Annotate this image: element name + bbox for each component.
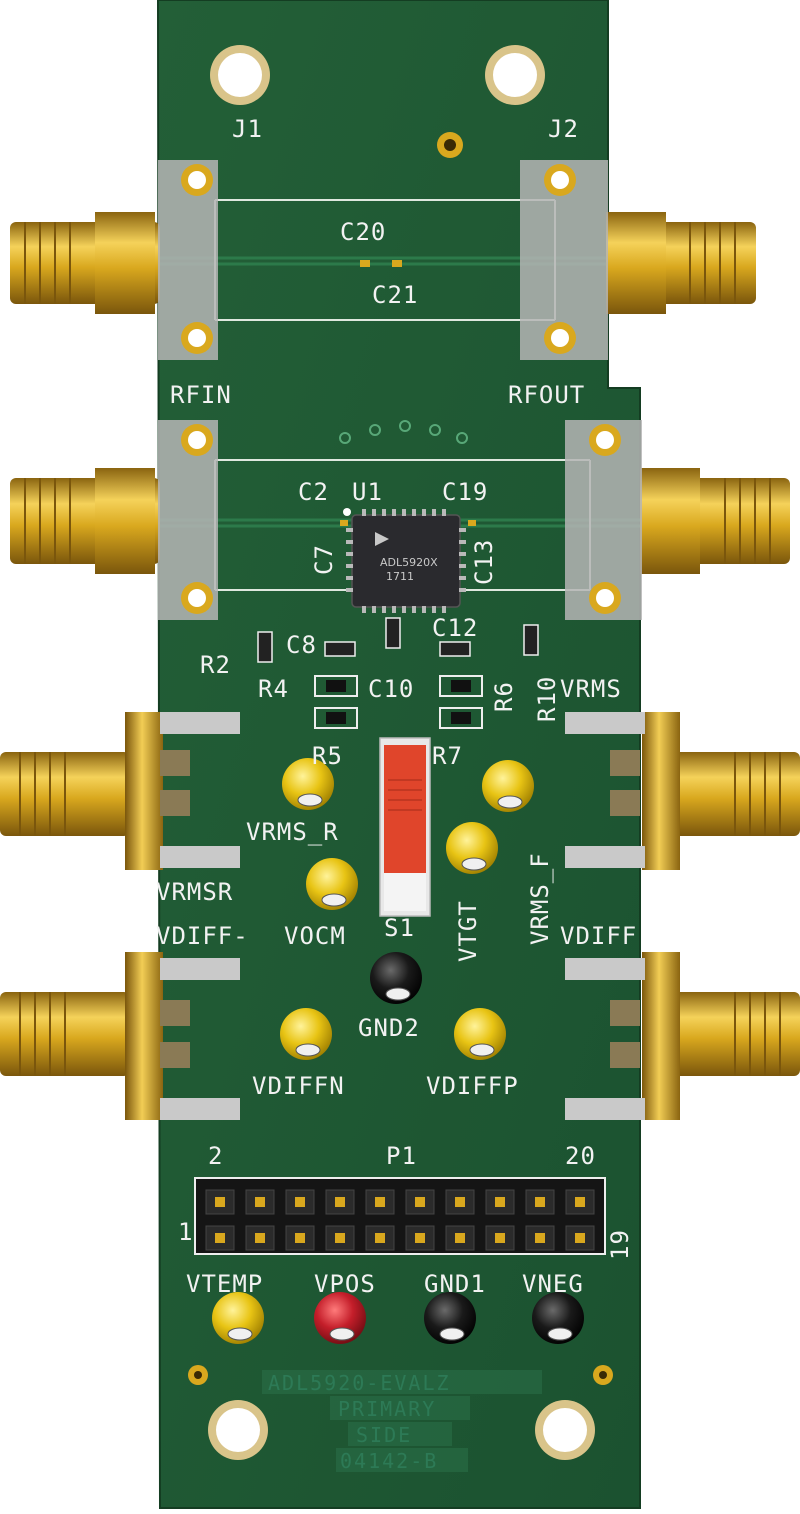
label-c19: C19 [442,478,488,506]
label-vdiffp: VDIFFP [426,1072,519,1100]
header-pin[interactable] [335,1233,345,1243]
header-pin[interactable] [455,1233,465,1243]
label-gnd1: GND1 [424,1270,486,1298]
label-pin20: 20 [565,1142,596,1170]
smd-components [257,260,539,729]
header-pin[interactable] [495,1197,505,1207]
board-side-line1: PRIMARY [338,1397,436,1421]
label-pin19: 19 [606,1229,634,1260]
sma-connector-vdiffp [565,952,800,1120]
label-c20: C20 [340,218,386,246]
label-u1: U1 [352,478,383,506]
label-vtemp: VTEMP [186,1270,263,1298]
sma-connector-j2 [520,160,756,360]
test-point-vrms-f[interactable] [482,760,534,812]
label-p1: P1 [386,1142,417,1170]
label-vtgt: VTGT [454,900,482,962]
label-gnd2: GND2 [358,1014,420,1042]
header-pin[interactable] [415,1197,425,1207]
header-pin[interactable] [295,1233,305,1243]
sma-connector-vrms [565,712,800,870]
sma-connector-rfout [565,420,790,620]
label-r5: R5 [312,742,343,770]
label-c21: C21 [372,281,418,309]
label-vrms: VRMS [560,675,622,703]
header-pin-housing [245,1225,275,1251]
label-r6: R6 [490,681,518,712]
header-pin[interactable] [215,1233,225,1243]
board-side-line2: SIDE [356,1423,412,1447]
board-part-number: ADL5920-EVALZ [268,1371,451,1395]
mounting-holes [188,45,613,1460]
header-pin[interactable] [415,1233,425,1243]
header-pin[interactable] [335,1197,345,1207]
test-point-vneg[interactable] [532,1292,584,1344]
label-vdiff-minus: VDIFF- [156,922,249,950]
label-c2: C2 [298,478,329,506]
label-r4: R4 [258,675,289,703]
header-pin[interactable] [375,1197,385,1207]
chip-marking-line2: 1711 [386,570,414,583]
label-c10: C10 [368,675,414,703]
label-vrmsr: VRMSR [156,878,233,906]
label-vocm: VOCM [284,922,346,950]
label-c8: C8 [286,631,317,659]
label-j1: J1 [232,115,263,143]
header-pin[interactable] [215,1197,225,1207]
test-point-vpos[interactable] [314,1292,366,1344]
header-pin[interactable] [575,1233,585,1243]
chip-marking-line1: ADL5920X [380,556,438,569]
header-pin[interactable] [295,1197,305,1207]
label-s1: S1 [384,914,415,942]
test-point-gnd1[interactable] [424,1292,476,1344]
label-vrms-f: VRMS_F [526,852,554,945]
header-pin[interactable] [255,1197,265,1207]
pin-header-p1[interactable] [194,1177,606,1255]
adl5920-chip [343,508,466,613]
label-rfout: RFOUT [508,381,585,409]
sma-connector-vrmsr [0,712,240,870]
header-pin[interactable] [495,1233,505,1243]
label-vrms-r: VRMS_R [246,818,339,846]
test-point-vdiffp[interactable] [454,1008,506,1060]
label-r7: R7 [432,742,463,770]
header-pin[interactable] [375,1233,385,1243]
label-j2: J2 [548,115,579,143]
label-vdiff: VDIFF [560,922,637,950]
header-pin[interactable] [535,1197,545,1207]
header-pin[interactable] [575,1197,585,1207]
label-rfin: RFIN [170,381,232,409]
sma-connector-j1 [10,160,218,360]
label-r2: R2 [200,651,231,679]
slide-switch-s1[interactable] [379,737,431,917]
sma-connector-rfin [10,420,218,620]
label-vpos: VPOS [314,1270,376,1298]
test-point-vtgt[interactable] [446,822,498,874]
label-c13: C13 [470,539,498,585]
label-r10: R10 [533,676,561,722]
test-point-vocm[interactable] [306,858,358,910]
label-vneg: VNEG [522,1270,584,1298]
test-point-gnd2[interactable] [370,952,422,1004]
header-pin[interactable] [455,1197,465,1207]
label-c7: C7 [310,544,338,575]
header-pin[interactable] [255,1233,265,1243]
sma-connector-vdiffn [0,952,240,1120]
analog-devices-logo-icon [375,532,389,546]
label-pin2: 2 [208,1142,223,1170]
label-pin1: 1 [178,1218,193,1246]
label-vdiffn: VDIFFN [252,1072,345,1100]
test-point-vtemp[interactable] [212,1292,264,1344]
board-revision: 04142-B [340,1449,438,1473]
test-point-vrms-r[interactable] [282,758,334,810]
test-point-vdiffn[interactable] [280,1008,332,1060]
vias [339,420,468,444]
label-c12: C12 [432,614,478,642]
header-pin[interactable] [535,1233,545,1243]
